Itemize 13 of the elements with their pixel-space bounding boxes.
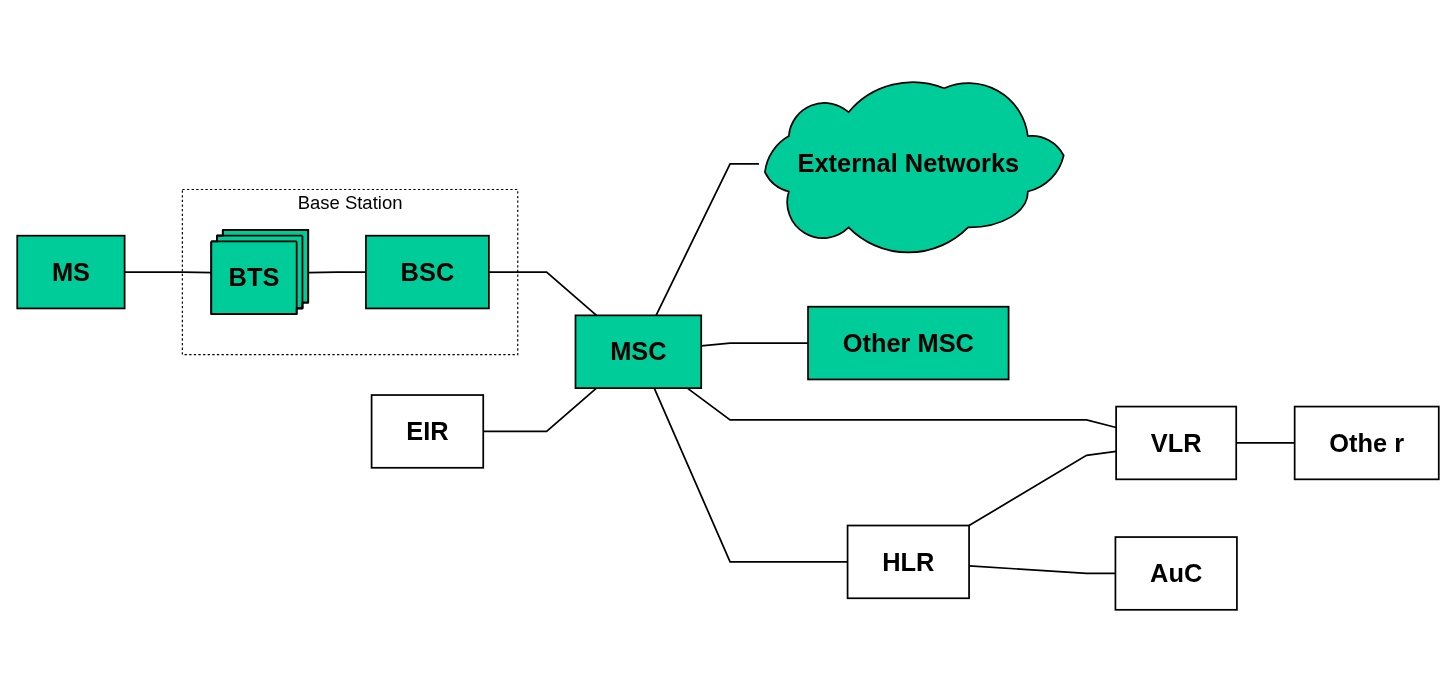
node-box: MSC [574,314,703,389]
node-box: BSC [365,234,490,310]
connector [968,450,1117,527]
node-box: Othe r [1293,405,1440,481]
node-box: EIR [370,394,485,469]
connector [655,162,760,317]
node-box: VLR [1115,405,1238,481]
node-box: AuC [1114,536,1238,611]
node-box: HLR [846,524,970,600]
connector [686,387,1117,429]
node-box: MS [16,234,126,310]
node-box: Other MSC [807,305,1010,381]
connector [488,271,598,317]
